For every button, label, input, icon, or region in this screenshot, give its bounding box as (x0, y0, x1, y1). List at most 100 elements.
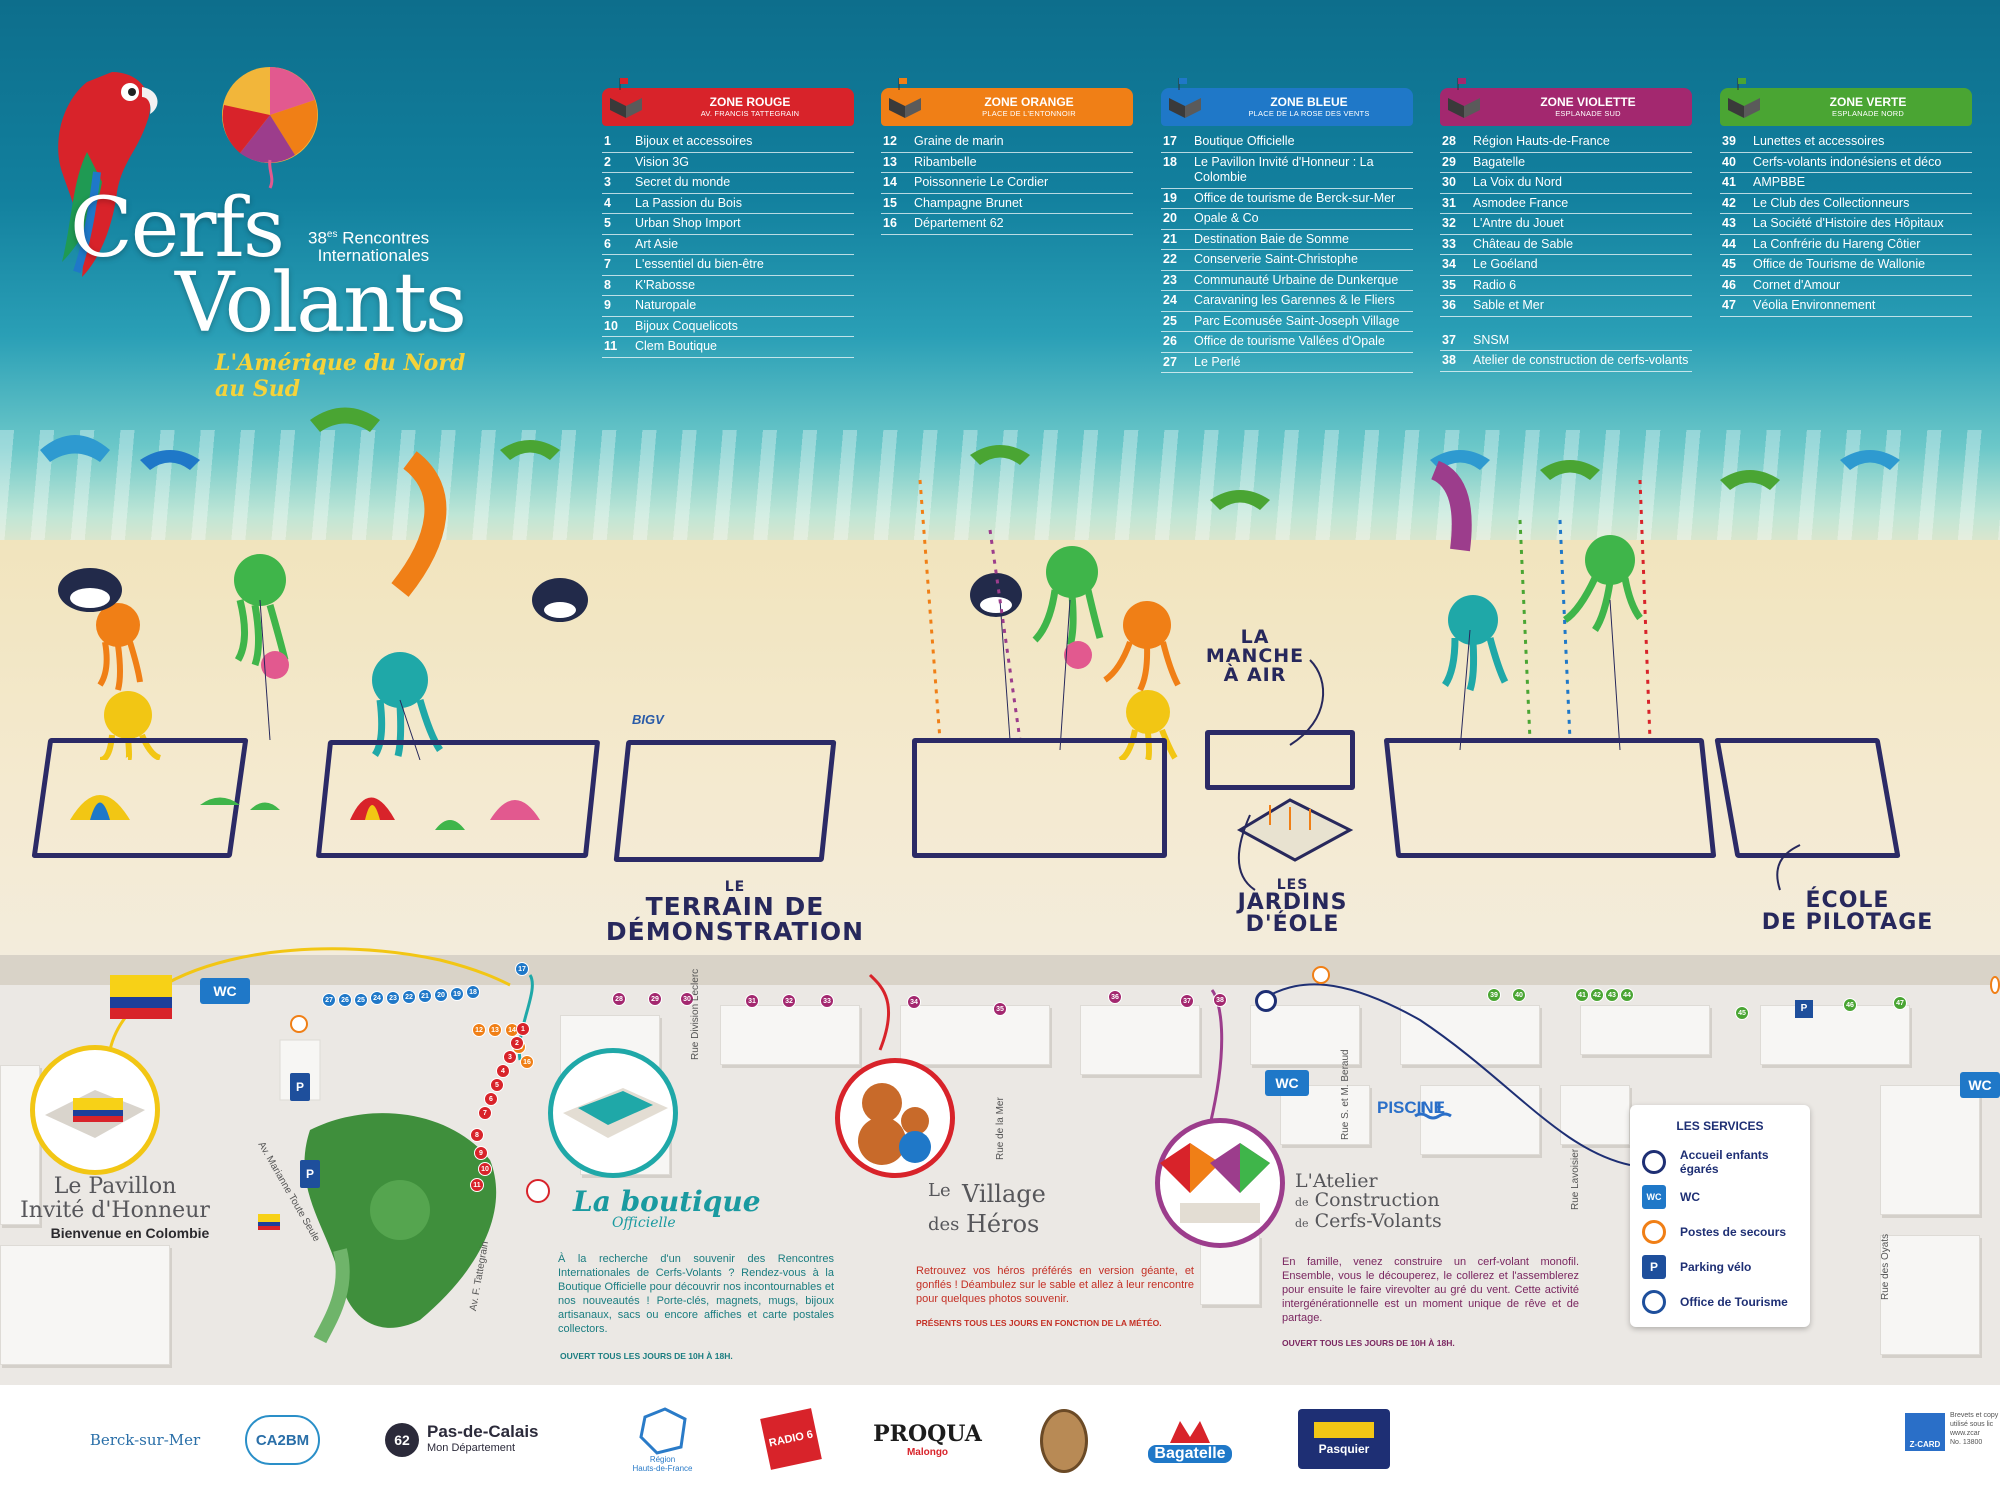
logo-text: PROQUA (873, 1420, 982, 1447)
service-bike-parking: P Parking vélo (1642, 1254, 1751, 1280)
zone-subtitle: PLACE DE LA ROSE DES VENTS (1248, 109, 1370, 118)
stand-number: 47 (1722, 298, 1736, 312)
stall-badge: 38 (1213, 993, 1227, 1007)
parafoil-kite (310, 407, 380, 432)
boutique-title: La boutique (573, 1185, 761, 1218)
bagatelle-jester-icon (1170, 1421, 1210, 1443)
stand-name: Véolia Environnement (1753, 298, 1876, 312)
berck-logo: Berck-sur-Mer (80, 1415, 210, 1465)
stand-number: 30 (1442, 175, 1456, 189)
stall-badge: 29 (648, 992, 662, 1006)
stall-badge: 39 (1487, 988, 1501, 1002)
octopus-kite (261, 651, 289, 679)
service-tourism-office: Office de Tourisme (1642, 1289, 1788, 1315)
stall-badge: 7 (478, 1106, 492, 1120)
stand-name: Radio 6 (1473, 277, 1517, 292)
stand-name: Urban Shop Import (635, 216, 741, 230)
stall-badge: 4 (496, 1064, 510, 1078)
zone-name: ZONE VIOLETTE (1540, 95, 1636, 109)
pavillon-line-3: Bienvenue en Colombie (50, 1225, 210, 1241)
edition-number: 38 (308, 228, 327, 248)
stand-name: Communauté Urbaine de Dunkerque (1194, 272, 1399, 287)
zone-subtitle: ESPLANADE NORD (1832, 109, 1904, 118)
stand-number: 20 (1163, 211, 1177, 225)
service-label: WC (1680, 1190, 1700, 1204)
stand-name: Champagne Brunet (914, 195, 1023, 210)
village-le: Le (928, 1180, 951, 1201)
stand-name: Graine de marin (914, 134, 1004, 148)
stand-number: 37 (1442, 332, 1456, 347)
stall-badge: 43 (1605, 988, 1619, 1002)
windsock-kite (391, 451, 447, 597)
service-first-aid: Postes de secours (1642, 1219, 1786, 1245)
stall-badge: 20 (434, 988, 448, 1002)
zcard-note: www.zcar (1950, 1430, 1980, 1437)
label-line: À AIR (1223, 664, 1287, 686)
stand-name: Lunettes et accessoires (1753, 134, 1885, 148)
stand-number: 43 (1722, 216, 1736, 230)
zone-name: ZONE VERTE (1829, 95, 1907, 109)
wc-marker: WC (1960, 1072, 2000, 1098)
stall-badge: 12 (472, 1023, 486, 1037)
parafoil-kite (500, 440, 560, 460)
zone-subtitle: AV. FRANCIS TATTEGRAIN (700, 109, 800, 118)
list-item: 23 Communauté Urbaine de Dunkerque (1161, 271, 1413, 291)
stall-badge: 45 (1735, 1006, 1749, 1020)
label-line: DE PILOTAGE (1761, 910, 1934, 935)
bike-parking-marker: P (290, 1073, 310, 1101)
label-line: JARDINS (1237, 890, 1348, 915)
radio6-logo: RADIO 6 (760, 1408, 822, 1470)
atelier-de: de (1295, 1217, 1309, 1230)
stand-number: 44 (1722, 236, 1736, 251)
stand-number: 34 (1442, 257, 1456, 271)
wc-icon: WC (1642, 1185, 1666, 1209)
stand-name: Vision 3G (635, 154, 689, 169)
tent-icon (889, 78, 921, 118)
stand-name: Secret du monde (635, 175, 731, 189)
stall-badge: 42 (1590, 988, 1604, 1002)
stand-number: 3 (604, 175, 611, 189)
stall-badge: 10 (478, 1162, 492, 1176)
atelier-illustration (1160, 1143, 1270, 1223)
stand-number: 32 (1442, 216, 1456, 230)
stand-number: 16 (883, 216, 897, 230)
kite-field (912, 738, 1167, 858)
village-heros: Héros (966, 1210, 1040, 1238)
edition-label: 38es Rencontres Internationales (308, 226, 429, 264)
parafoil-kite (1720, 470, 1780, 490)
title-line-1: Cerfs (70, 181, 285, 276)
village-des: des (928, 1214, 960, 1235)
stand-number: 15 (883, 195, 897, 210)
stall-badge: 37 (1180, 994, 1194, 1008)
edition-text-2: Internationales (317, 245, 430, 265)
atelier-title: L'Atelier de Construction de Cerfs-Volan… (1295, 1172, 1442, 1233)
label-line: MANCHE (1205, 645, 1305, 667)
logo-text: Pas-de-Calais (427, 1422, 539, 1441)
tent-icon (610, 78, 642, 118)
edition-suffix: es (326, 229, 338, 240)
service-label: Postes de secours (1680, 1225, 1787, 1239)
windsock-field (1205, 730, 1355, 790)
stall-badge: 2 (510, 1036, 524, 1050)
stand-number: 23 (1163, 272, 1177, 287)
tourism-office-icon (526, 1179, 550, 1203)
region-logo: Région Hauts-de-France (620, 1397, 705, 1483)
logo-text: Malongo (906, 1446, 949, 1458)
bigv-label: BIGV (632, 712, 664, 727)
event-title: Cerfs 38es Rencontres Internationales Vo… (60, 181, 500, 403)
building (1400, 1005, 1540, 1065)
